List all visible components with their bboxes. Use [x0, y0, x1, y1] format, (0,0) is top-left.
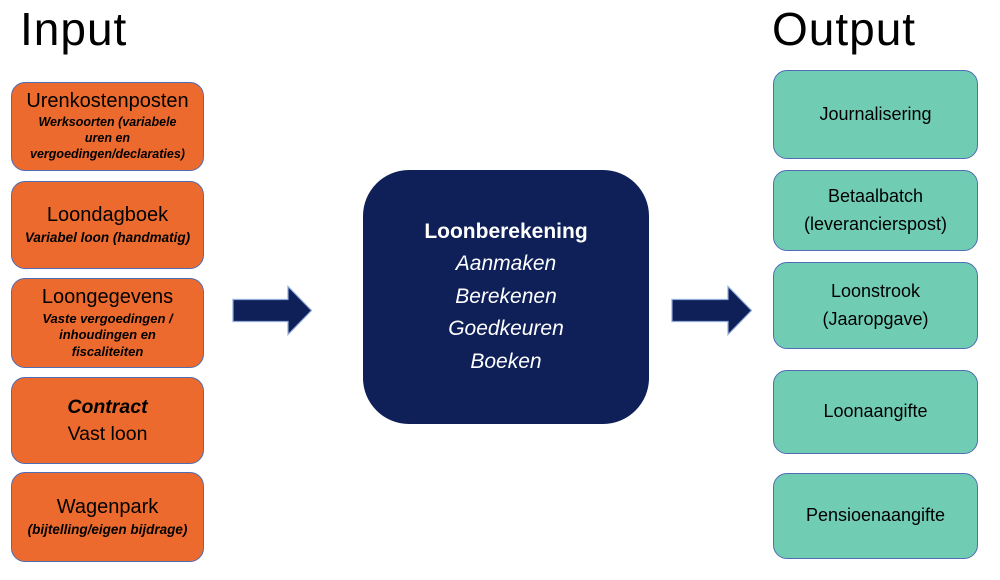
- process-step: Goedkeuren: [448, 317, 564, 341]
- output-column-title: Output: [772, 3, 917, 55]
- output-box-loonstrook: Loonstrook (Jaaropgave): [773, 262, 978, 349]
- output-box-loonaangifte: Loonaangifte: [773, 370, 978, 454]
- box-subtitle: (bijtelling/eigen bijdrage): [27, 521, 188, 537]
- box-label: Loonstrook (Jaaropgave): [822, 280, 929, 329]
- input-box-urenkostenposten: Urenkostenposten Werksoorten (variabele …: [11, 82, 204, 171]
- output-box-pensioenaangifte: Pensioenaangifte: [773, 473, 978, 559]
- output-box-betaalbatch: Betaalbatch (leverancierspost): [773, 170, 978, 251]
- output-box-journalisering: Journalisering: [773, 70, 978, 159]
- box-title: Wagenpark: [56, 495, 159, 518]
- input-box-contract: Contract Vast loon: [11, 377, 204, 464]
- input-box-wagenpark: Wagenpark (bijtelling/eigen bijdrage): [11, 472, 204, 562]
- input-box-loongegevens: Loongegevens Vaste vergoedingen / inhoud…: [11, 278, 204, 368]
- flow-arrow-input-to-process: [232, 285, 313, 336]
- box-title: Urenkostenposten: [26, 90, 189, 113]
- box-label: Betaalbatch (leverancierspost): [803, 185, 948, 234]
- box-label: Pensioenaangifte: [805, 505, 946, 526]
- process-step: Boeken: [470, 349, 542, 373]
- process-title: Loonberekening: [424, 219, 588, 243]
- box-label: Loonaangifte: [823, 401, 928, 422]
- box-subtitle: Vast loon: [67, 422, 148, 445]
- process-box-loonberekening: Loonberekening Aanmaken Berekenen Goedke…: [363, 170, 649, 424]
- process-step: Berekenen: [455, 284, 557, 308]
- box-title: Loondagboek: [46, 203, 169, 226]
- box-subtitle: Variabel loon (handmatig): [24, 229, 191, 245]
- box-label: Journalisering: [819, 103, 932, 124]
- box-title: Contract: [67, 396, 148, 419]
- input-box-loondagboek: Loondagboek Variabel loon (handmatig): [11, 181, 204, 269]
- box-title: Loongegevens: [41, 285, 174, 308]
- box-subtitle: Vaste vergoedingen / inhoudingen en fisc…: [42, 310, 173, 359]
- box-subtitle: Werksoorten (variabele uren en vergoedin…: [30, 115, 185, 161]
- input-column-title: Input: [20, 3, 128, 55]
- flow-arrow-process-to-output: [671, 285, 753, 336]
- process-step: Aanmaken: [455, 252, 557, 276]
